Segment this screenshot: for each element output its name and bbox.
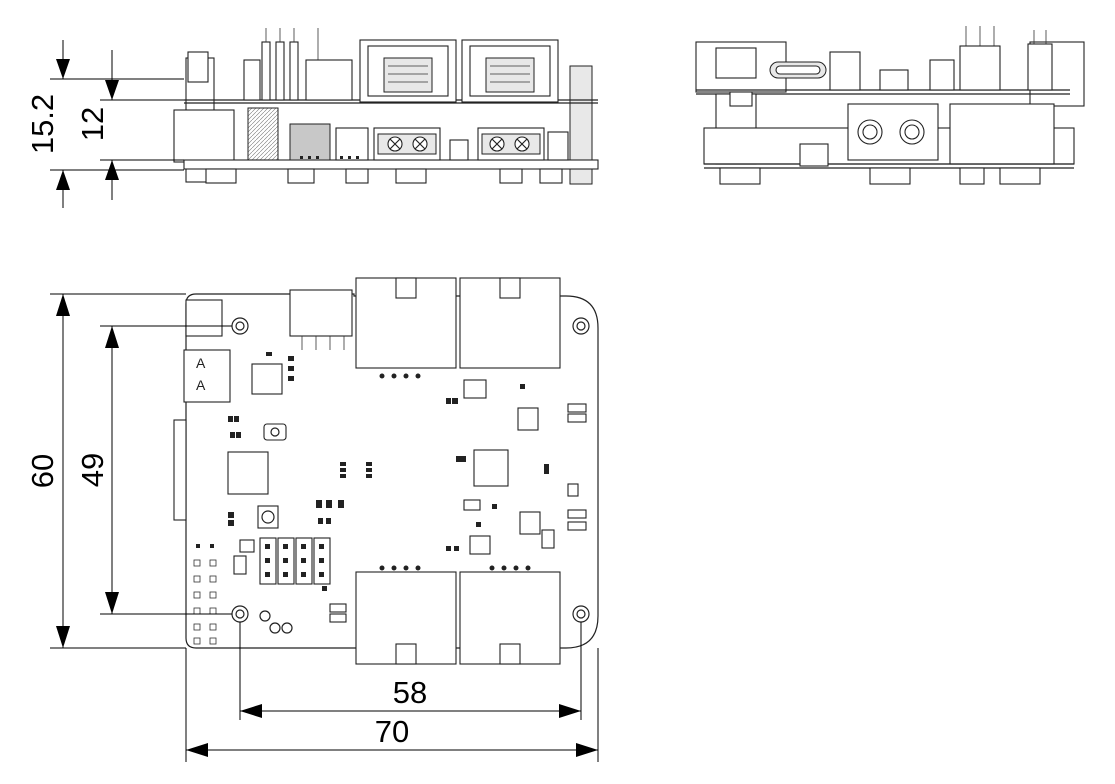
terminal-block-left [373,127,441,161]
rj45-top-left [355,277,457,379]
dim-hole-vertical: 49 [75,325,232,615]
dim-board-width: 70 [185,648,599,762]
dim-hole-horizontal: 58 [239,622,582,720]
dim-label-70: 70 [375,714,409,749]
mounting-hole-top-left [231,317,249,335]
rj45-bottom-left [355,565,457,665]
svg-text:A: A [196,355,206,371]
rj45-side-left [359,39,457,103]
top-view: A A [173,277,599,665]
dim-top-height: 60 [25,293,186,649]
rj45-side-right [461,39,559,103]
dim-label-49: 49 [75,453,110,487]
mounting-hole-bottom-left [231,605,249,623]
front-side-view [173,28,599,185]
svg-text:A: A [196,377,206,393]
dim-label-60: 60 [25,454,60,488]
dim-label-58: 58 [393,675,427,710]
rj45-bottom-right [459,565,561,665]
mounting-hole-bottom-right [572,605,590,623]
terminal-block-right [477,127,545,161]
dim-label-15-2: 15.2 [25,94,60,154]
rear-side-view [695,26,1085,185]
rj45-top-right [459,277,561,369]
mounting-hole-top-right [572,317,590,335]
dim-side-height: 15.2 12 [25,40,184,208]
dim-label-12: 12 [75,107,110,141]
